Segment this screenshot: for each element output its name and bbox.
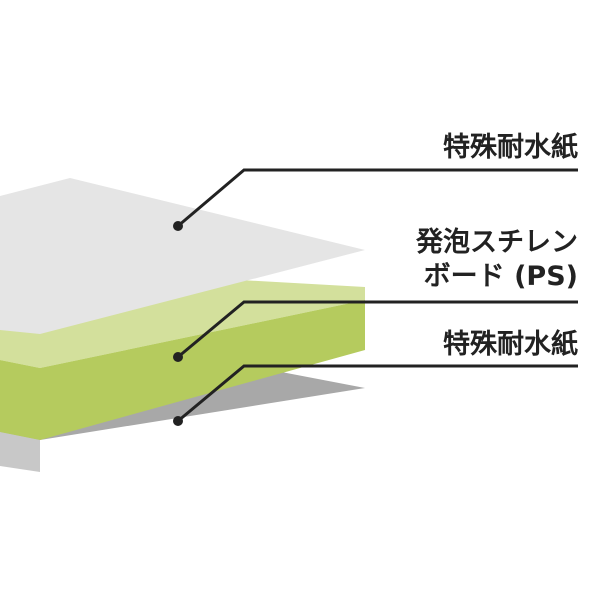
leader-dot-bottom bbox=[173, 416, 183, 426]
leader-dot-top bbox=[173, 221, 183, 231]
leader-line-bottom bbox=[177, 364, 578, 423]
label-core-line2: ボード (PS) bbox=[423, 261, 578, 292]
leader-line-top bbox=[177, 168, 578, 228]
core-front-face bbox=[0, 300, 365, 440]
bottom-sheet-front bbox=[0, 432, 40, 472]
leader-dot-core bbox=[173, 352, 183, 362]
label-top-paper: 特殊耐水紙 bbox=[443, 132, 578, 163]
leader-line-core bbox=[177, 300, 578, 359]
label-bottom-paper: 特殊耐水紙 bbox=[443, 329, 578, 360]
top-sheet bbox=[0, 178, 365, 334]
label-core-line1: 発泡スチレン bbox=[416, 227, 578, 258]
label-core-board: 発泡スチレン ボード (PS) bbox=[318, 226, 578, 294]
